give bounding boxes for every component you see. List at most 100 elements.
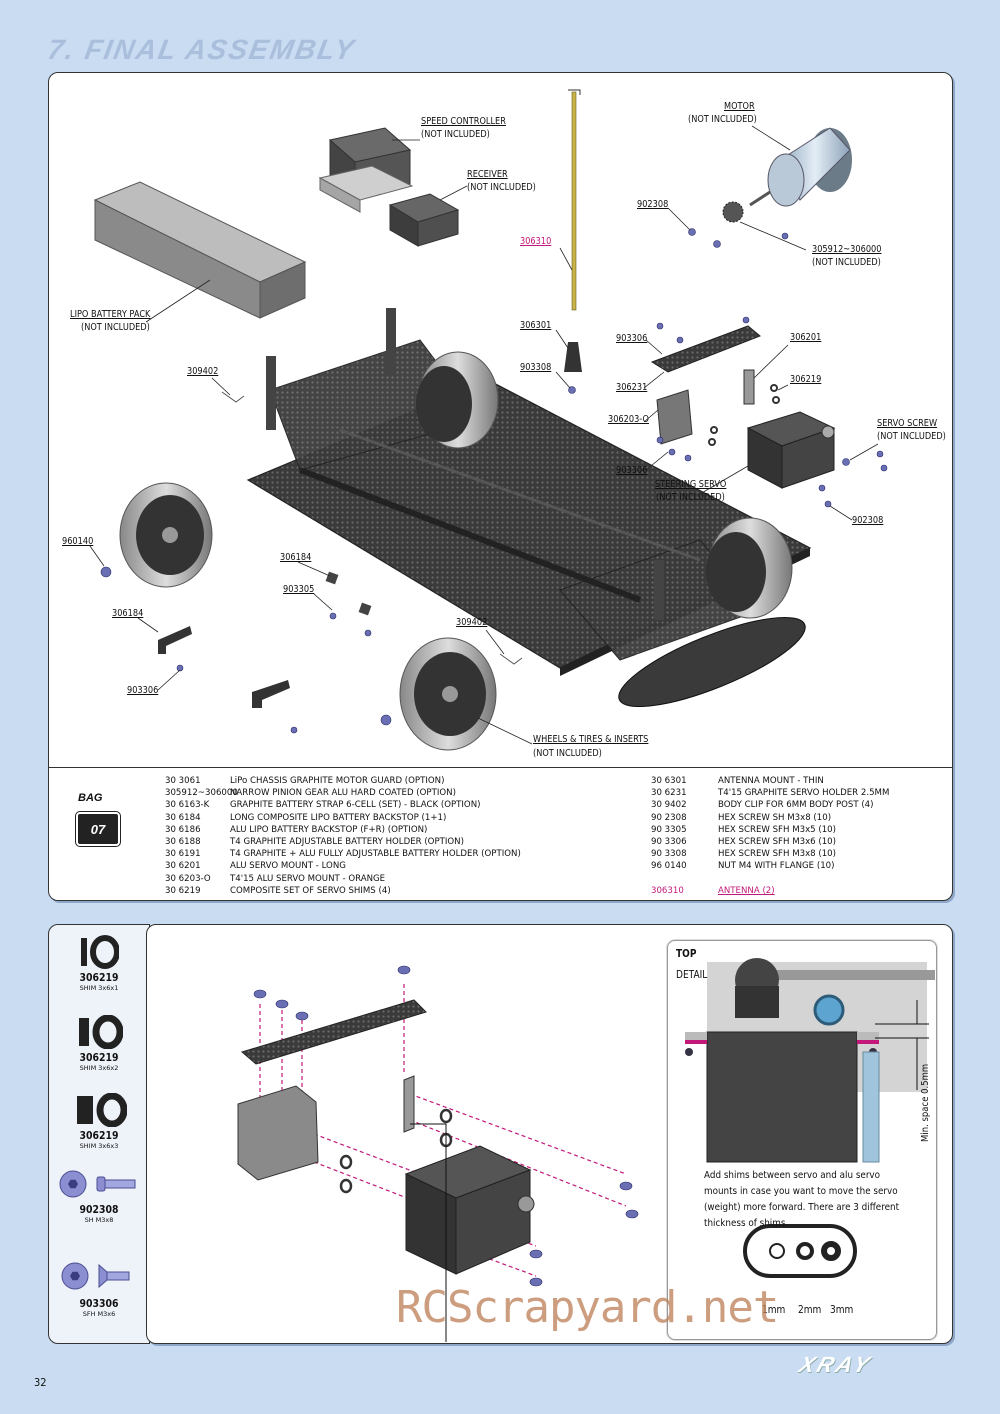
hex-screw-sfh-icon: [61, 1262, 130, 1290]
label-903306: 903306: [616, 333, 648, 344]
label-not-included: (NOT INCLUDED): [81, 322, 150, 333]
side-part-number: 903306: [79, 1297, 119, 1310]
top-detail-drawing: [685, 958, 935, 1278]
label-306203o: 306203-O: [608, 414, 649, 425]
side-part-number: 306219: [79, 1129, 119, 1142]
label-steering-servo: STEERING SERVO: [655, 479, 727, 490]
label-not-included: (NOT INCLUDED): [688, 114, 757, 125]
label-903305: 903305: [283, 584, 315, 595]
detail-top-label: TOP: [676, 947, 697, 960]
bag-number: 07: [75, 811, 121, 847]
steering-servo: [746, 411, 836, 489]
servo-holder: [650, 325, 761, 445]
shim-3-icon: [77, 1093, 127, 1127]
alu-servo-mount: [237, 1075, 415, 1181]
antenna-tube: [564, 89, 582, 372]
label-receiver: RECEIVER: [467, 169, 508, 180]
detail-label: DETAIL: [676, 968, 708, 981]
side-part-number: 306219: [79, 1051, 119, 1064]
body-clips: [221, 391, 523, 665]
lipo-battery: [93, 181, 307, 319]
label-motor: MOTOR: [724, 101, 755, 112]
detail-pointer-line: [410, 1123, 447, 1342]
shim-1-icon: [81, 935, 119, 969]
assembly-screws: [253, 965, 639, 1287]
side-part-desc: SHIM 3x6x1: [79, 984, 119, 992]
label-pinion: 305912~306000: [812, 244, 882, 255]
label-306184: 306184: [112, 608, 144, 619]
wheel-front-left: [399, 637, 497, 751]
part-row: [651, 873, 889, 885]
side-part-number: 902308: [79, 1203, 119, 1216]
page-number: 32: [34, 1376, 47, 1389]
servo-assembly-drawing: [237, 965, 639, 1342]
shim-note: Add shims between servo and alu servo mo…: [704, 1170, 900, 1229]
label-306201: 306201: [790, 332, 822, 343]
leader-lines: [89, 125, 879, 745]
shim-sprue-icon: [743, 1224, 857, 1278]
speed-controller: [318, 127, 414, 213]
label-not-included: (NOT INCLUDED): [421, 129, 490, 140]
label-not-included: (NOT INCLUDED): [877, 431, 946, 442]
receiver: [388, 193, 460, 247]
label-903308: 903308: [520, 362, 552, 373]
battery-backstop: [158, 571, 372, 708]
wheel-rear-right: [416, 351, 499, 449]
label-306301: 306301: [520, 320, 552, 331]
side-part-desc: SH M3x8: [84, 1216, 114, 1224]
hex-screws: [100, 228, 888, 734]
wheel-front-right: [706, 517, 793, 619]
label-306231: 306231: [616, 382, 648, 393]
label-903306: 903306: [127, 685, 159, 696]
label-not-included: (NOT INCLUDED): [533, 748, 602, 759]
label-speed-controller: SPEED CONTROLLER: [421, 116, 506, 127]
side-part-desc: SHIM 3x6x3: [79, 1142, 119, 1150]
watermark: RCScrapyard.net: [396, 1282, 779, 1333]
label-306219: 306219: [790, 374, 822, 385]
shim-size-1: 1mm: [762, 1303, 786, 1316]
label-not-included: (NOT INCLUDED): [812, 257, 881, 268]
label-not-included: (NOT INCLUDED): [656, 492, 725, 503]
label-wheels: WHEELS & TIRES & INSERTS: [533, 734, 649, 745]
label-servo-screw: SERVO SCREW: [877, 418, 938, 429]
label-902308: 902308: [637, 199, 669, 210]
side-part-number: 306219: [79, 971, 119, 984]
bag-label: BAG: [78, 792, 103, 804]
label-lipo: LIPO BATTERY PACK: [70, 309, 151, 320]
pinion-gear: [722, 201, 744, 223]
label-309402: 309402: [187, 366, 219, 377]
shim-size-2: 2mm: [798, 1303, 822, 1316]
front-bumper: [618, 616, 806, 708]
wheel-rear-left: [119, 482, 213, 588]
shim-size-3: 3mm: [830, 1303, 854, 1316]
assembly-servo: [404, 1145, 535, 1275]
label-902308: 902308: [852, 515, 884, 526]
assembly-drawing: [89, 89, 888, 751]
shim-2-icon: [79, 1015, 123, 1049]
side-part-desc: SFH M3x6: [82, 1310, 116, 1318]
servo-holder-plate: [240, 999, 427, 1065]
side-part-desc: SHIM 3x6x2: [79, 1064, 119, 1072]
min-space-label: Min. space 0.5mm: [920, 1063, 931, 1142]
label-not-included: (NOT INCLUDED): [467, 182, 536, 193]
label-antenna: 306310: [520, 236, 552, 247]
